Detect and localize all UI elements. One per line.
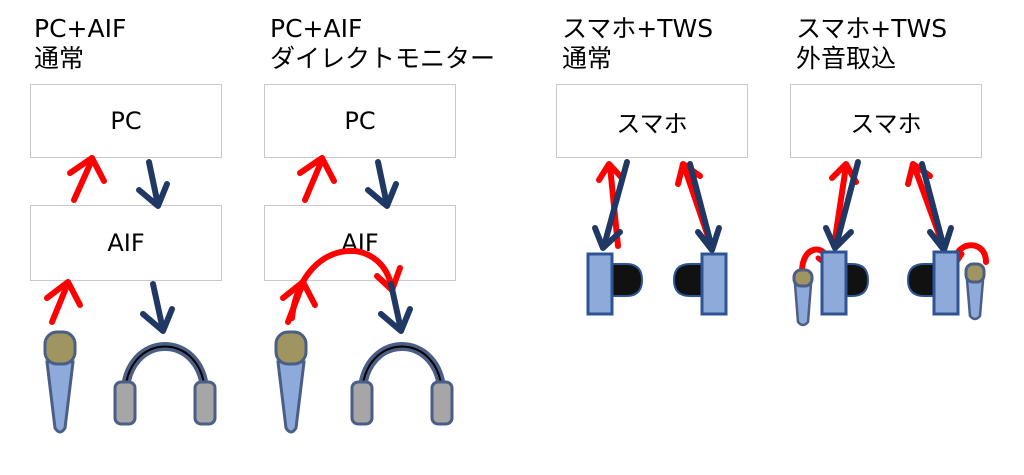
panel-2-title: PC+AIF ダイレクトモニター: [270, 14, 495, 74]
panel-4-right-earbud-icon: [906, 250, 960, 316]
panel-1-pc-box: PC: [30, 84, 222, 158]
panel-1-aif-label: AIF: [107, 229, 145, 257]
panel-2-pc-label: PC: [344, 107, 376, 135]
panel-2-artwork: [274, 155, 454, 434]
panel-2-title-line1: PC+AIF: [270, 14, 363, 43]
panel-2-microphone-icon: [274, 330, 308, 434]
panel-1-input-arrow-upper: [67, 155, 107, 203]
panel-2-aif-box: AIF: [264, 205, 456, 281]
panel-1-aif-box: AIF: [30, 205, 222, 281]
panel-4-left-earbud-mic-icon: [792, 268, 814, 327]
panel-1-title: PC+AIF 通常: [34, 14, 126, 74]
panel-3-right-earbud-icon: [672, 252, 728, 316]
panel-1-output-arrow-upper: [136, 159, 170, 209]
panel-3-phone-box: スマホ: [556, 84, 748, 158]
panel-4-artwork: [792, 159, 989, 327]
panel-2-output-arrow-lower: [378, 281, 413, 334]
panel-3-left-output-arrow: [592, 159, 630, 251]
panel-3-artwork: [586, 159, 728, 316]
panel-1-pc-label: PC: [110, 107, 142, 135]
panel-2-input-arrow-upper: [297, 155, 337, 203]
panel-1-microphone-icon: [43, 330, 77, 434]
panel-2-pc-box: PC: [264, 84, 456, 158]
panel-1-title-line1: PC+AIF: [34, 14, 127, 43]
panel-1-headphones-icon: [113, 342, 217, 426]
panel-2-title-line2: ダイレクトモニター: [270, 44, 496, 73]
panel-3-phone-label: スマホ: [616, 109, 688, 138]
panel-4-title-line1: スマホ+TWS: [796, 14, 948, 43]
panel-2-headphones-icon: [350, 342, 454, 426]
panel-4-phone-box: スマホ: [790, 84, 982, 158]
panel-4-phone-label: スマホ: [850, 109, 922, 138]
panel-2-direct-monitor-arrow: [289, 248, 403, 321]
panel-2-output-arrow-upper: [365, 159, 399, 209]
panel-1-artwork: [43, 155, 217, 434]
panel-1-title-line2: 通常: [34, 44, 85, 73]
panel-3-title: スマホ+TWS 通常: [562, 14, 713, 74]
panel-1-output-arrow-lower: [140, 281, 175, 334]
panel-3-right-output-arrow: [687, 161, 722, 253]
panel-4-left-output-arrow: [823, 159, 861, 251]
panel-4-right-earbud-mic-icon: [964, 262, 986, 321]
panel-4-title: スマホ+TWS 外音取込: [796, 14, 947, 74]
panel-4-left-earbud-icon: [820, 250, 870, 316]
panel-1-input-arrow-lower: [44, 279, 83, 325]
panel-4-title-line2: 外音取込: [796, 44, 897, 73]
panel-4-right-output-arrow: [919, 161, 954, 253]
panel-3-left-earbud-icon: [586, 252, 644, 316]
panel-3-title-line2: 通常: [562, 44, 613, 73]
panel-3-title-line1: スマホ+TWS: [562, 14, 714, 43]
